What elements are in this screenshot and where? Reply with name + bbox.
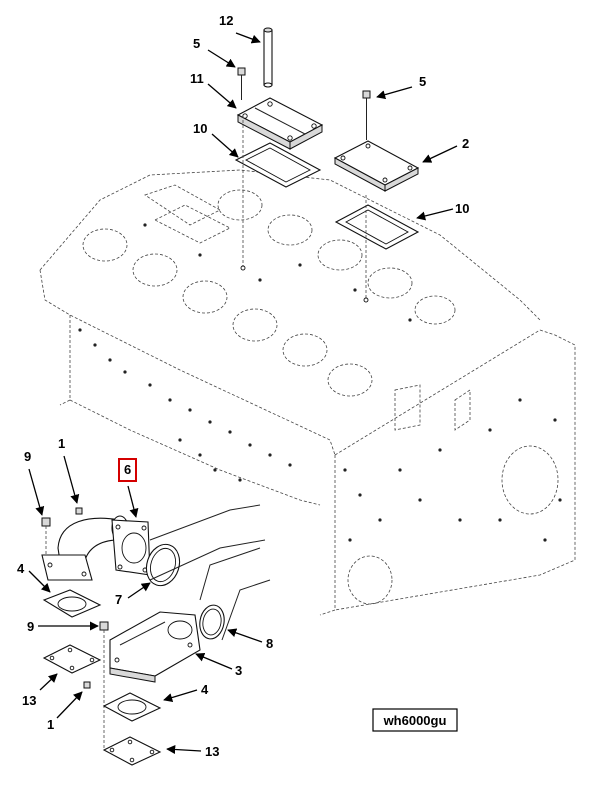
callout-1-lower[interactable]: 1 (47, 717, 54, 732)
reference-code-box: wh6000gu (372, 708, 458, 732)
elbow-assembly (41, 507, 151, 581)
gasket-4-upper (42, 589, 102, 618)
callout-4-lower[interactable]: 4 (201, 682, 209, 697)
reference-code: wh6000gu (383, 713, 447, 728)
leader-lines (28, 32, 458, 755)
callout-13-lower[interactable]: 13 (205, 744, 219, 759)
callout-3[interactable]: 3 (235, 663, 242, 678)
top-cover-assembly-left (234, 27, 324, 271)
callout-5-right[interactable]: 5 (419, 74, 426, 89)
callout-6-highlight-box (118, 458, 137, 482)
screw-1-upper (75, 507, 83, 515)
callout-10-right[interactable]: 10 (455, 201, 469, 216)
manifold-3 (109, 611, 201, 683)
callout-1-upper[interactable]: 1 (58, 436, 65, 451)
plate-13-upper (42, 644, 102, 674)
callout-13-upper[interactable]: 13 (22, 693, 36, 708)
cylinder-bores (82, 189, 456, 397)
callout-7[interactable]: 7 (115, 592, 122, 607)
callout-9-lower[interactable]: 9 (27, 619, 34, 634)
bolt-9-lower (99, 621, 109, 750)
callout-4-upper[interactable]: 4 (17, 561, 25, 576)
bolt-5-left (237, 67, 246, 100)
callout-2[interactable]: 2 (462, 136, 469, 151)
callout-labels: 12 5 11 10 5 2 10 1 9 6 4 7 9 8 3 13 4 1… (17, 13, 469, 759)
screw-1-lower (83, 681, 91, 689)
callout-5-left[interactable]: 5 (193, 36, 200, 51)
bolt-5-right (362, 90, 371, 140)
engine-block (39, 169, 576, 616)
plate-13-lower (102, 736, 162, 766)
callout-12[interactable]: 12 (219, 13, 233, 28)
bolt-9-upper (41, 517, 51, 555)
callout-8[interactable]: 8 (266, 636, 273, 651)
top-cover-assembly-right (333, 90, 420, 303)
callout-11[interactable]: 11 (190, 71, 204, 86)
dowel-pin-12 (263, 27, 273, 88)
callout-6[interactable]: 6 (124, 462, 131, 477)
callout-10-left[interactable]: 10 (193, 121, 207, 136)
callout-9-upper[interactable]: 9 (24, 449, 31, 464)
gasket-4-lower (102, 692, 162, 722)
block-bolt-holes (78, 223, 562, 542)
